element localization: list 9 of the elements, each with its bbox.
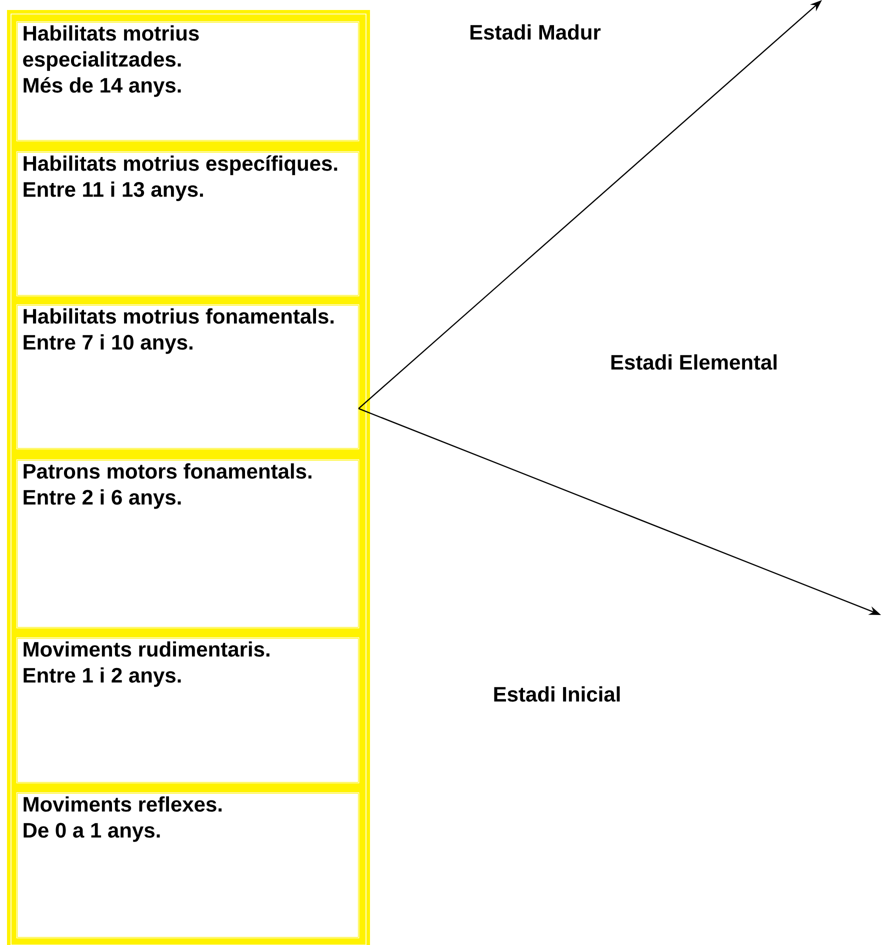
stage-box: Moviments rudimentaris. Entre 1 i 2 anys. <box>16 637 360 784</box>
stage-label: Estadi Madur <box>470 24 601 40</box>
stage-box: Patrons motors fonamentals. Entre 2 i 6 anys. <box>16 459 360 628</box>
stage-box: Moviments reflexes. De 0 a 1 anys. <box>16 792 360 938</box>
stage-box: Habilitats motrius especialitzades. Més de 14 anys. <box>16 21 360 142</box>
stage-label: Estadi Inicial <box>494 686 620 702</box>
stage-label: Estadi Elemental <box>611 354 777 370</box>
stage-box: Habilitats motrius fonamentals. Entre 7 i 10 anys. <box>16 304 360 450</box>
stage-box: Habilitats motrius específiques. Entre 11 i 13 anys. <box>16 151 360 296</box>
